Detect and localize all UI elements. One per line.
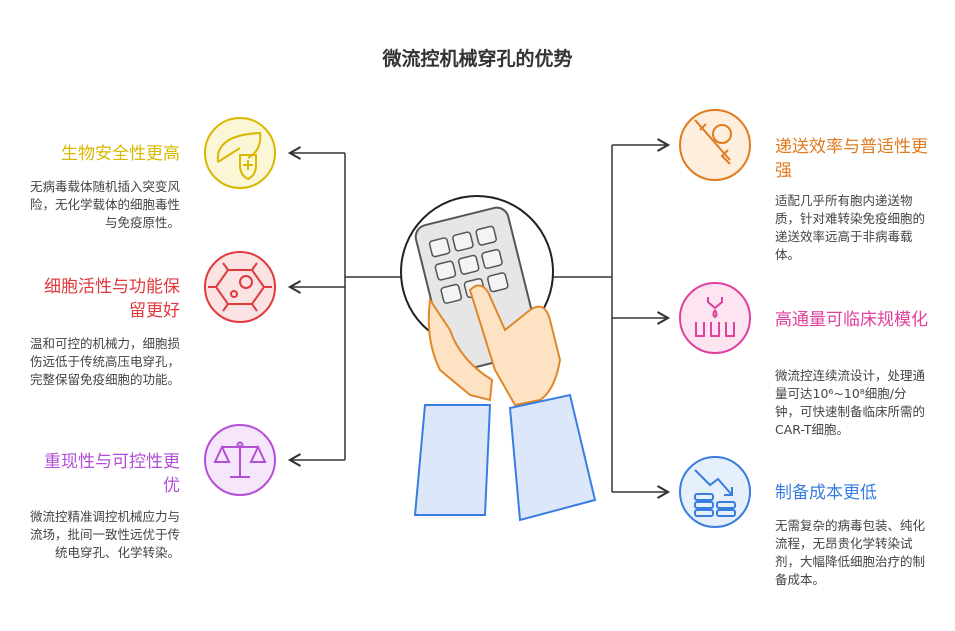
coins-down-icon <box>679 456 751 528</box>
right-title-2: 高通量可临床规模化 <box>775 310 928 330</box>
balance-scale-icon <box>204 424 276 496</box>
right-desc-3: 无需复杂的病毒包装、纯化流程，无昂贵化学转染试剂，大幅降低细胞治疗的制备成本。 <box>775 518 926 587</box>
right-title-1: 递送效率与普适性更强 <box>775 137 928 181</box>
diagram-title: 微流控机械穿孔的优势 <box>382 48 573 70</box>
right-desc-2: 微流控连续流设计，处理通量可达10⁶~10⁸细胞/分钟，可快速制备临床所需的CA… <box>775 368 926 437</box>
left-title-3: 重现性与可控性更优 <box>44 452 180 496</box>
right-desc-1: 适配几乎所有胞内递送物质，针对难转染免疫细胞的递送效率远高于非病毒载体。 <box>775 193 926 262</box>
leaf-shield-icon <box>204 117 276 189</box>
left-desc-3: 微流控精准调控机械应力与流场，批间一致性远优于传统电穿孔、化学转染。 <box>30 509 181 560</box>
left-title-2: 细胞活性与功能保留更好 <box>44 277 180 321</box>
cell-icon <box>204 251 276 323</box>
phone-hands-illustration <box>400 195 597 522</box>
left-trunk <box>344 153 402 460</box>
left-desc-1: 无病毒载体随机插入突变风险，无化学载体的细胞毒性与免疫原性。 <box>30 179 181 230</box>
left-desc-2: 温和可控的机械力，细胞损伤远低于传统高压电穿孔，完整保留免疫细胞的功能。 <box>30 336 181 387</box>
syringe-cell-icon <box>679 109 751 181</box>
left-title-1: 生物安全性更高 <box>61 144 180 164</box>
right-title-3: 制备成本更低 <box>775 483 877 503</box>
droplet-vials-icon <box>679 282 751 354</box>
